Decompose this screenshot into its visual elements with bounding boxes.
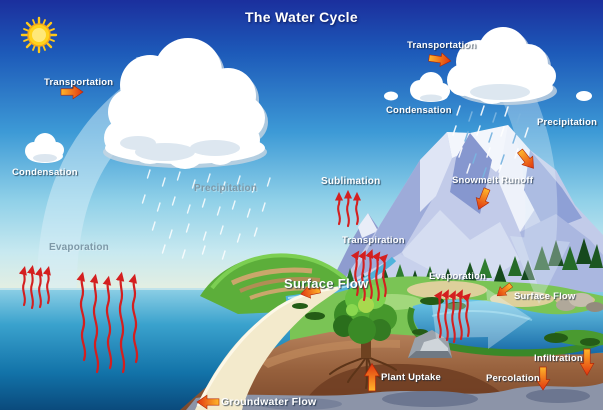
rain-left — [141, 169, 271, 260]
cycle-arrow-down — [501, 85, 570, 304]
cloud-large-right — [447, 27, 557, 105]
lake-flow-arrow — [432, 288, 531, 349]
tree — [329, 285, 397, 389]
evaporation-arrows-ocean-small — [18, 264, 51, 310]
groundwater-layer — [186, 383, 603, 410]
cloud-small-right — [410, 72, 450, 102]
sublimation-arrows — [334, 189, 362, 228]
cloud-tiny-left-of-condensation — [384, 91, 398, 101]
evaporation-arrows-ocean-tall — [76, 271, 139, 374]
cloud-small-left — [25, 133, 64, 163]
evaporation-arrows-lake — [433, 289, 471, 344]
transpiration-arrows — [350, 249, 388, 302]
rain-right — [452, 105, 529, 178]
cloud-tiny-far-right — [576, 91, 592, 101]
sun-icon — [20, 16, 58, 54]
diagram-title: The Water Cycle — [245, 9, 358, 25]
cloud-large-left — [103, 38, 268, 169]
